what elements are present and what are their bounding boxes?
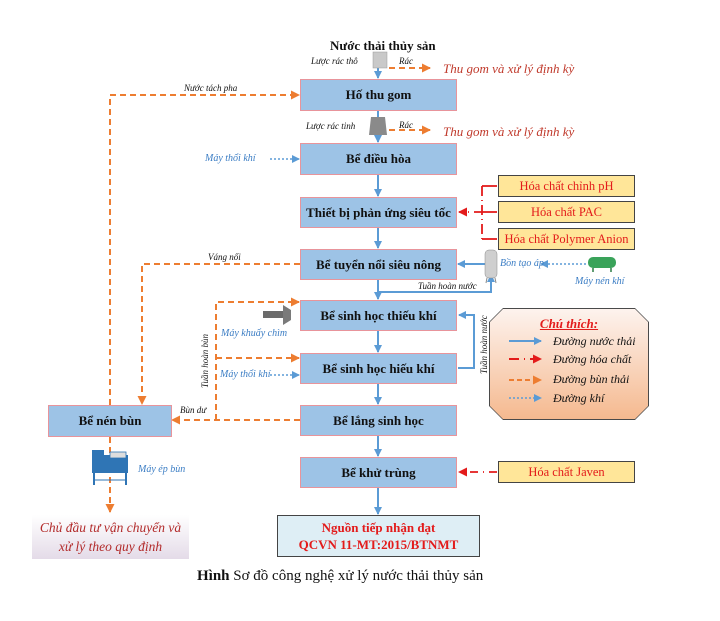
legend-item-chemical: Đường hóa chất <box>553 352 632 366</box>
fine-screen-icon <box>369 117 387 135</box>
label-sludge-recycle: Tuần hoàn bùn <box>200 333 210 388</box>
label-water-recycle-1: Tuần hoàn nước <box>418 281 477 291</box>
chemical-ph-box: Hóa chất chỉnh pH <box>498 175 635 197</box>
label-submersible-mixer: Máy khuấy chìm <box>221 328 288 339</box>
label-floating-scum: Váng nổi <box>208 252 241 262</box>
legend-item-air: Đường khí <box>553 391 605 405</box>
label-excess-sludge: Bùn dư <box>180 405 207 415</box>
diagram-title: Nước thải thủy sản <box>330 38 436 53</box>
label-trash-2: Rác <box>399 120 413 130</box>
label-water-recycle-2: Tuần hoàn nước <box>479 315 489 374</box>
chemical-polymer-box: Hóa chất Polymer Anion <box>498 228 635 250</box>
submersible-mixer-icon <box>263 305 291 325</box>
label-pressure-tank: Bồn tạo áp <box>500 258 544 269</box>
label-collect-2: Thu gom và xử lý định kỳ <box>443 124 575 139</box>
sludge-destination-box: Chủ đầu tư vận chuyển và xử lý theo quy … <box>32 515 189 559</box>
process-step-be-dieu-hoa: Bể điều hòa <box>300 143 457 175</box>
legend-box <box>489 308 649 420</box>
chemical-pac-box: Hóa chất PAC <box>498 201 635 223</box>
label-filter-press: Máy ép bùn <box>138 464 186 475</box>
legend-item-water: Đường nước thải <box>553 334 636 348</box>
legend-item-sludge: Đường bùn thải <box>553 372 630 386</box>
process-step-be-khu-trung: Bể khử trùng <box>300 457 457 488</box>
figure-caption: Hình Sơ đồ công nghệ xử lý nước thải thủ… <box>197 568 483 585</box>
sludge-separated-water <box>109 90 300 405</box>
pressure-tank-icon <box>484 249 498 284</box>
label-blower-2: Máy thổi khí <box>220 369 271 380</box>
caption-text: Sơ đồ công nghệ xử lý nước thải thủy sản <box>229 568 484 584</box>
air-compressor-icon <box>588 257 616 272</box>
sludge-recycle-anoxic <box>215 297 300 420</box>
label-fine-screen: Lược rác tinh <box>306 121 356 131</box>
sludge-lines <box>105 63 431 513</box>
sludge-thickener-box: Bể nén bùn <box>48 405 172 437</box>
destination-line-2: xử lý theo quy định <box>58 539 163 554</box>
water-lines <box>374 54 495 515</box>
label-separated-water: Nước tách pha <box>184 83 238 93</box>
legend-title: Chú thích: <box>539 316 599 331</box>
process-step-be-thieu-khi: Bể sinh học thiếu khí <box>300 300 457 331</box>
process-step-thiet-bi-phan-ung: Thiết bị phản ứng siêu tốc <box>300 197 457 228</box>
water-recycle-aerobic <box>458 311 475 369</box>
label-air-compressor: Máy nén khí <box>575 276 625 287</box>
water-recycle-to-tank <box>378 274 495 293</box>
final-line-2: QCVN 11-MT:2015/BTNMT <box>298 537 459 552</box>
process-step-ho-thu-gom: Hố thu gom <box>300 79 457 111</box>
label-coarse-screen: Lược rác thô <box>311 56 358 66</box>
process-step-be-hieu-khi: Bể sinh học hiếu khí <box>300 353 457 384</box>
filter-press-icon <box>92 450 128 485</box>
label-trash-1: Rác <box>399 56 413 66</box>
air-lines <box>270 155 586 379</box>
chemical-lines <box>458 185 497 477</box>
sludge-floating-scum <box>137 263 300 405</box>
final-line-1: Nguồn tiếp nhận đạt <box>321 520 436 535</box>
process-step-be-lang: Bể lắng sinh học <box>300 405 457 436</box>
label-blower-1: Máy thổi khí <box>205 153 256 164</box>
chemical-javen-box: Hóa chất Javen <box>498 461 635 483</box>
label-collect-1: Thu gom và xử lý định kỳ <box>443 61 575 76</box>
legend-lines <box>509 337 542 402</box>
caption-prefix: Hình <box>197 568 230 584</box>
process-step-be-tuyen-noi: Bể tuyển nổi siêu nông <box>300 249 457 280</box>
final-discharge-box: Nguồn tiếp nhận đạt QCVN 11-MT:2015/BTNM… <box>277 515 480 557</box>
destination-line-1: Chủ đầu tư vận chuyển và <box>39 520 182 535</box>
coarse-screen-icon <box>372 51 388 69</box>
